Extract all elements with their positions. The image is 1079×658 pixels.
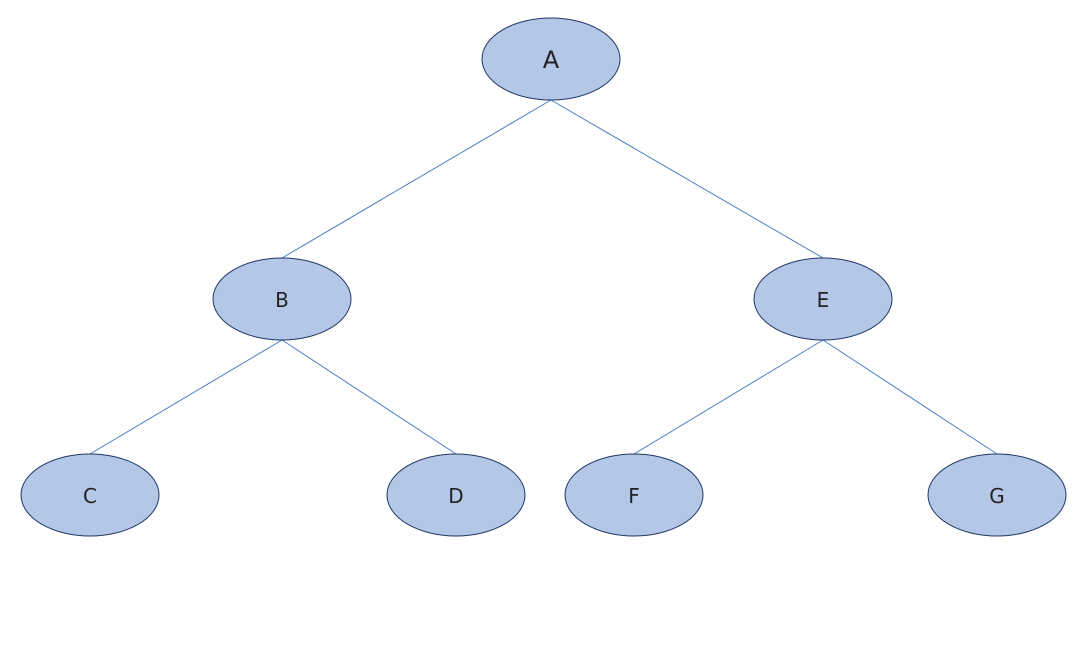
node-b-ellipse [212,257,352,341]
node-f-label: F [628,484,640,508]
node-c-ellipse [20,453,160,537]
node-e-ellipse [753,257,893,341]
node-g-ellipse [927,453,1067,537]
node-c-label: C [83,484,97,508]
node-g-label: G [989,484,1005,508]
node-a-label: A [543,46,560,74]
node-b: B [212,257,352,341]
edge-b-d [281,339,457,455]
edge-a-b [281,99,552,259]
edges-layer [89,99,998,455]
node-f-ellipse [564,453,704,537]
node-e: E [753,257,893,341]
nodes-layer: A B E C D F G [20,17,1067,537]
node-g: G [927,453,1067,537]
node-a-ellipse [481,17,621,101]
node-d-label: D [448,484,463,508]
edge-e-g [822,339,998,455]
node-d-ellipse [386,453,526,537]
edge-a-e [550,99,824,259]
node-d: D [386,453,526,537]
node-c: C [20,453,160,537]
node-f: F [564,453,704,537]
node-b-label: B [275,288,289,312]
node-a: A [481,17,621,101]
edge-b-c [89,339,283,455]
edge-e-f [633,339,824,455]
node-e-label: E [817,288,830,312]
